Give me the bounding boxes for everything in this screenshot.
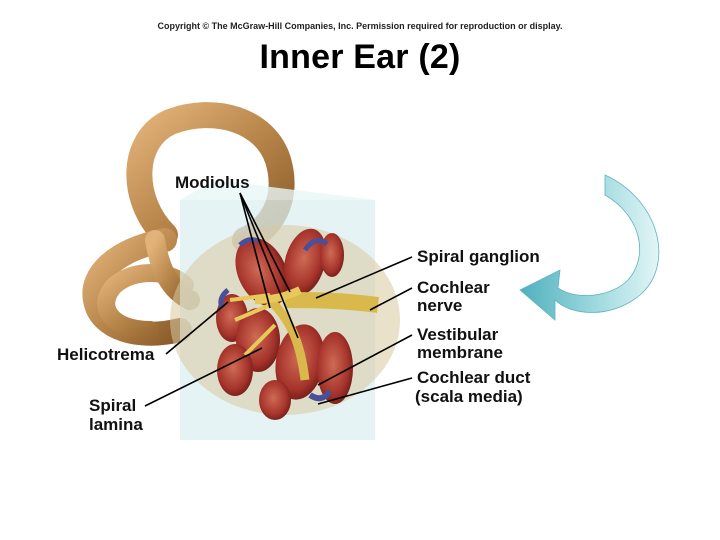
cochlea-section	[170, 225, 400, 420]
label-spiral-ganglion: Spiral ganglion	[417, 247, 540, 266]
label-vestibular-membrane-line1: Vestibular	[417, 325, 499, 344]
label-cochlear-nerve-line1: Cochlear	[417, 278, 490, 297]
label-vestibular-membrane-line2: membrane	[417, 343, 503, 362]
rotation-arrow	[519, 174, 660, 321]
label-cochlear-duct-line2: (scala media)	[415, 387, 523, 406]
label-cochlear-nerve-line2: nerve	[417, 296, 463, 315]
label-helicotrema: Helicotrema	[57, 345, 155, 364]
label-spiral-lamina-line1: Spiral	[89, 396, 137, 415]
leader-lines	[144, 192, 413, 407]
copyright-notice: Copyright © The McGraw-Hill Companies, I…	[157, 21, 563, 31]
label-spiral-lamina-line2: lamina	[89, 415, 143, 434]
label-cochlear-duct-line1: Cochlear duct	[417, 368, 531, 387]
label-modiolus: Modiolus	[175, 173, 250, 192]
page-title: Inner Ear (2)	[259, 38, 461, 76]
